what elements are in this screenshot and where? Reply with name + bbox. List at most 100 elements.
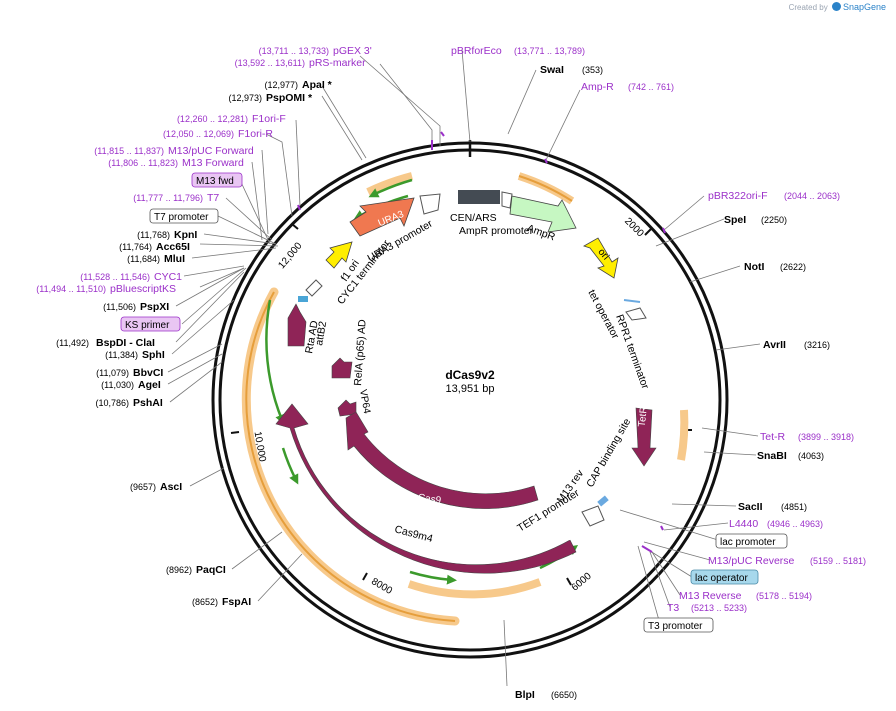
label-cyc1[interactable]: CYC1: [154, 271, 182, 283]
feature-label-tet-operator: tet operator: [585, 288, 621, 341]
label-snabi[interactable]: SnaBI: [757, 450, 787, 462]
credit-text: Created by: [788, 3, 828, 12]
feature-cas9m4[interactable]: [275, 403, 577, 574]
plasmid-name: dCas9v2: [445, 368, 495, 382]
feature-f1ori[interactable]: [325, 241, 353, 269]
range-fspai: (8652): [192, 597, 218, 607]
orange-arc-top-line: [518, 175, 573, 202]
label-fspai[interactable]: FspAI: [222, 596, 251, 608]
label-sphi[interactable]: SphI: [142, 349, 165, 361]
label-m13-reverse[interactable]: M13 Reverse: [679, 590, 742, 602]
label-psppomi[interactable]: PspOMI *: [266, 92, 313, 104]
label-kpni[interactable]: KpnI: [174, 229, 197, 241]
range-agei: (11,030): [101, 380, 134, 390]
feature-tef1-promoter-shape: [581, 505, 605, 527]
range-bspdi: (11,492): [56, 338, 89, 348]
feature-rela[interactable]: [331, 357, 353, 379]
label-asci[interactable]: AscI: [160, 481, 182, 493]
range-m13puc-fwd: (11,815 .. 11,837): [94, 146, 164, 156]
label-paqci[interactable]: PaqCI: [196, 564, 226, 576]
label-l4440[interactable]: L4440: [729, 518, 758, 530]
feature-ura3[interactable]: URA3: [349, 197, 415, 237]
ks-primer-box[interactable]: [120, 316, 181, 332]
label-bspdi[interactable]: BspDI - ClaI: [96, 337, 155, 349]
range-apai: (12,977): [264, 80, 298, 90]
orange-arc-bottom: [407, 578, 542, 599]
t3-promoter-box[interactable]: [643, 617, 714, 633]
feature-ampr-promoter-shape: [501, 191, 513, 209]
label-avrii[interactable]: AvrII: [763, 339, 786, 351]
label-sacii[interactable]: SacII: [738, 501, 763, 513]
range-f1ori-f: (12,260 .. 12,281): [177, 114, 248, 124]
feature-vp64[interactable]: [337, 399, 357, 417]
range-pspxi: (11,506): [103, 302, 136, 312]
label-pbrforeco[interactable]: pBRforEco: [451, 45, 502, 57]
range-avrii: (3216): [804, 340, 830, 350]
label-pshai[interactable]: PshAI: [133, 397, 163, 409]
label-m13puc-reverse[interactable]: M13/pUC Reverse: [708, 555, 795, 567]
label-f1ori-f[interactable]: F1ori-F: [252, 113, 286, 125]
label-pbluescriptks[interactable]: pBluescriptKS: [110, 283, 176, 295]
label-mlui[interactable]: MluI: [164, 253, 185, 265]
feature-rpr1-terminator-shape: [625, 307, 647, 321]
lac-promoter-box[interactable]: [715, 533, 788, 549]
left-labels: (13,711 .. 13,733) pGEX 3' (13,592 .. 13…: [36, 45, 372, 608]
tick-label: 8000: [369, 576, 394, 597]
range-snabi: (4063): [798, 451, 824, 461]
range-pshai: (10,786): [95, 398, 129, 408]
range-kpni: (11,768): [137, 230, 170, 240]
range-sphi: (11,384): [105, 350, 138, 360]
t7-promoter-box[interactable]: [149, 208, 219, 224]
feature-label-rela: RelA (p65) AD: [352, 319, 369, 387]
feature-label-rta-ad: Rta AD: [303, 319, 321, 354]
snapgene-credit: Created by SnapGene: [789, 2, 886, 12]
green-arrow-5: [368, 178, 413, 198]
tick-12000: 12,000: [276, 223, 305, 271]
feature-cyc1-terminator-shape: [305, 279, 323, 297]
feature-label-vp64: VP64: [357, 389, 372, 415]
label-m13-forward[interactable]: M13 Forward: [182, 157, 244, 169]
right-labels: pBRforEco (13,771 .. 13,789) SwaI (353) …: [451, 45, 866, 701]
feature-cas9[interactable]: Cas9: [345, 411, 539, 509]
feature-ura3-promoter-shape: [419, 193, 441, 215]
feature-label: TetR: [637, 406, 650, 428]
range-t7: (11,777 .. 11,796): [133, 193, 203, 203]
label-t3[interactable]: T3: [667, 602, 679, 614]
orange-arc-right: [677, 409, 689, 461]
feature-attb2-shape: [298, 296, 308, 302]
label-pspxi[interactable]: PspXI: [140, 301, 169, 313]
m13-fwd-box[interactable]: [191, 172, 243, 188]
label-m13puc-fwd[interactable]: M13/pUC Forward: [168, 145, 254, 157]
label-noti[interactable]: NotI: [744, 261, 764, 273]
range-cyc1: (11,528 .. 11,546): [80, 272, 150, 282]
range-psppomi: (12,973): [228, 93, 262, 103]
label-t7[interactable]: T7: [207, 192, 219, 204]
feature-cen-ars[interactable]: [458, 190, 500, 204]
label-blpi[interactable]: BlpI: [515, 689, 535, 701]
range-sacii: (4851): [781, 502, 807, 512]
orange-arc-top-left: [366, 172, 414, 196]
label-f1ori-r[interactable]: F1ori-R: [238, 128, 273, 140]
label-swai[interactable]: SwaI: [540, 64, 564, 76]
feature-ampr[interactable]: [509, 195, 577, 233]
range-l4440: (4946 .. 4963): [767, 519, 823, 529]
feature-label-cen-ars: CEN/ARS: [450, 212, 497, 224]
lac-operator-box[interactable]: [690, 569, 759, 585]
label-pgex3: pGEX 3': [333, 45, 372, 57]
feature-rta-ad[interactable]: [287, 303, 307, 347]
label-apai[interactable]: ApaI *: [302, 79, 333, 91]
label-amp-r[interactable]: Amp-R: [581, 81, 614, 93]
range-blpi: (6650): [551, 690, 577, 700]
label-pbr322ori-f[interactable]: pBR322ori-F: [708, 190, 768, 202]
label-bbvci[interactable]: BbvCI: [133, 367, 163, 379]
label-t7-promoter-name: T7 promoter: [154, 212, 209, 223]
site-marks: [297, 131, 666, 553]
orange-arc-left-line: [245, 291, 456, 622]
feature-ori[interactable]: ori: [583, 237, 619, 279]
label-spei[interactable]: SpeI: [724, 214, 746, 226]
label-agei[interactable]: AgeI: [138, 379, 161, 391]
feature-tetr[interactable]: TetR: [631, 406, 657, 467]
label-tet-r[interactable]: Tet-R: [760, 431, 786, 443]
label-acc65i[interactable]: Acc65I: [156, 241, 190, 253]
